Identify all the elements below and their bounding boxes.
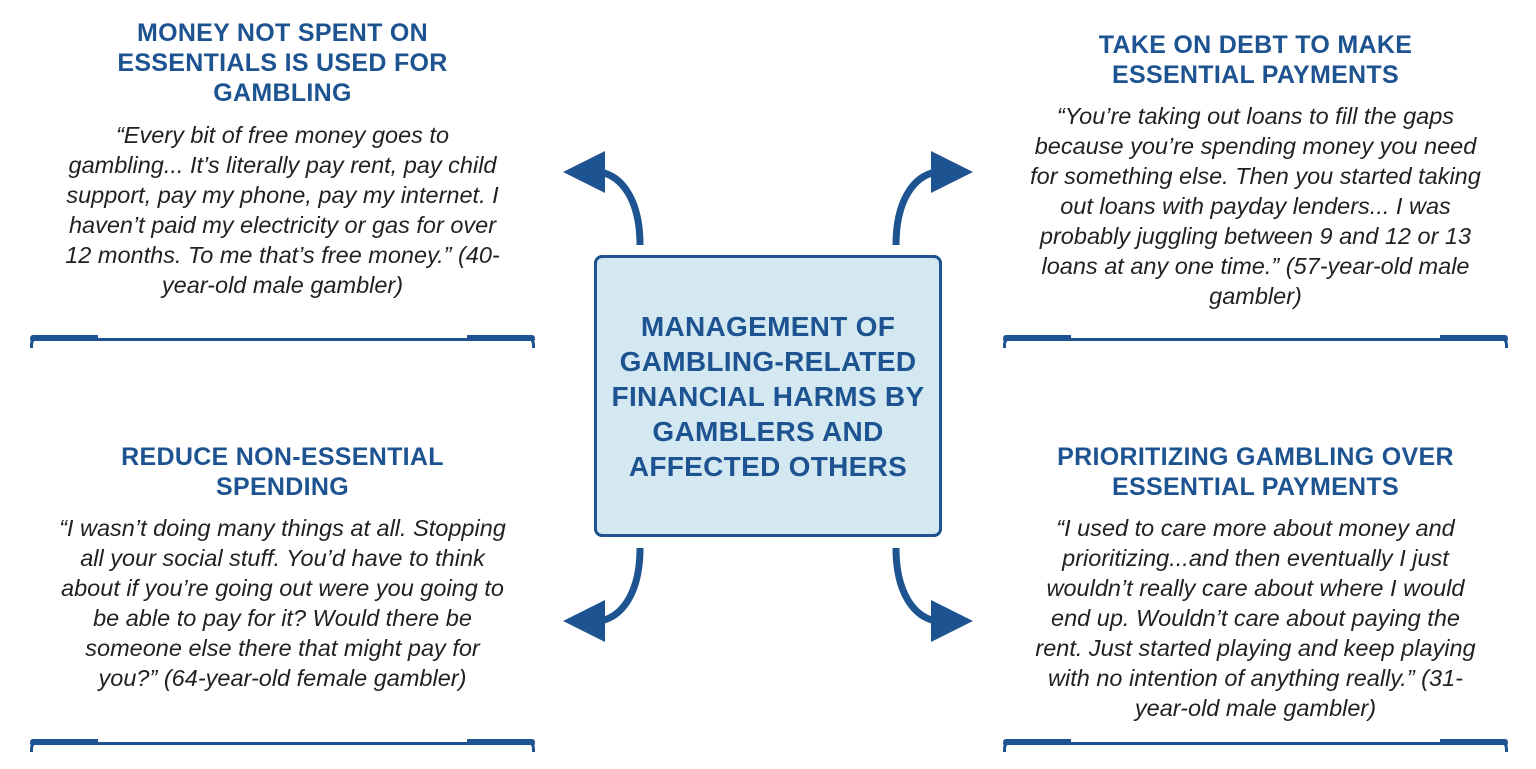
arrow-to-bottom-right-icon — [892, 547, 973, 642]
frame-corner-top-right — [1495, 739, 1508, 752]
panel-frame — [1003, 335, 1508, 348]
arrow-to-top-right-icon — [892, 151, 973, 246]
panel-heading-bottom-left: REDUCE NON-ESSENTIAL SPENDING — [121, 443, 444, 501]
frame-corner-top-left — [1003, 335, 1016, 348]
panel-heading-top-left: MONEY NOT SPENT ON ESSENTIALS IS USED FO… — [117, 19, 448, 107]
panel-frame — [1003, 739, 1508, 752]
panel-frame — [30, 335, 535, 348]
frame-corner-top-left — [30, 335, 43, 348]
panel-heading-top-right: TAKE ON DEBT TO MAKE ESSENTIAL PAYMENTS — [1098, 31, 1413, 89]
panel-quote-top-left: “Every bit of free money goes to gamblin… — [65, 122, 500, 298]
frame-corner-top-right — [522, 739, 535, 752]
arrow-to-top-left-icon — [563, 151, 644, 246]
panel-prioritizing-gambling: PRIORITIZING GAMBLING OVER ESSENTIAL PAY… — [1003, 440, 1508, 752]
panel-quote-bottom-left: “I wasn’t doing many things at all. Stop… — [59, 515, 506, 691]
frame-corner-top-left — [1003, 739, 1016, 752]
panel-money-not-spent-on-essentials: MONEY NOT SPENT ON ESSENTIALS IS USED FO… — [30, 16, 535, 348]
panel-quote-bottom-right: “I used to care more about money and pri… — [1035, 515, 1476, 721]
panel-take-on-debt: TAKE ON DEBT TO MAKE ESSENTIAL PAYMENTS … — [1003, 28, 1508, 348]
arrow-to-bottom-left-icon — [563, 547, 644, 642]
panel-heading-bottom-right: PRIORITIZING GAMBLING OVER ESSENTIAL PAY… — [1057, 443, 1454, 501]
frame-corner-top-right — [522, 335, 535, 348]
frame-corner-top-left — [30, 739, 43, 752]
panel-quote-top-right: “You’re taking out loans to fill the gap… — [1030, 103, 1481, 309]
panel-reduce-non-essential-spending: REDUCE NON-ESSENTIAL SPENDING “I wasn’t … — [30, 440, 535, 752]
frame-corner-top-right — [1495, 335, 1508, 348]
center-node: MANAGEMENT OF GAMBLING-RELATED FINANCIAL… — [594, 255, 942, 537]
panel-frame — [30, 739, 535, 752]
center-node-title: MANAGEMENT OF GAMBLING-RELATED FINANCIAL… — [611, 310, 925, 482]
